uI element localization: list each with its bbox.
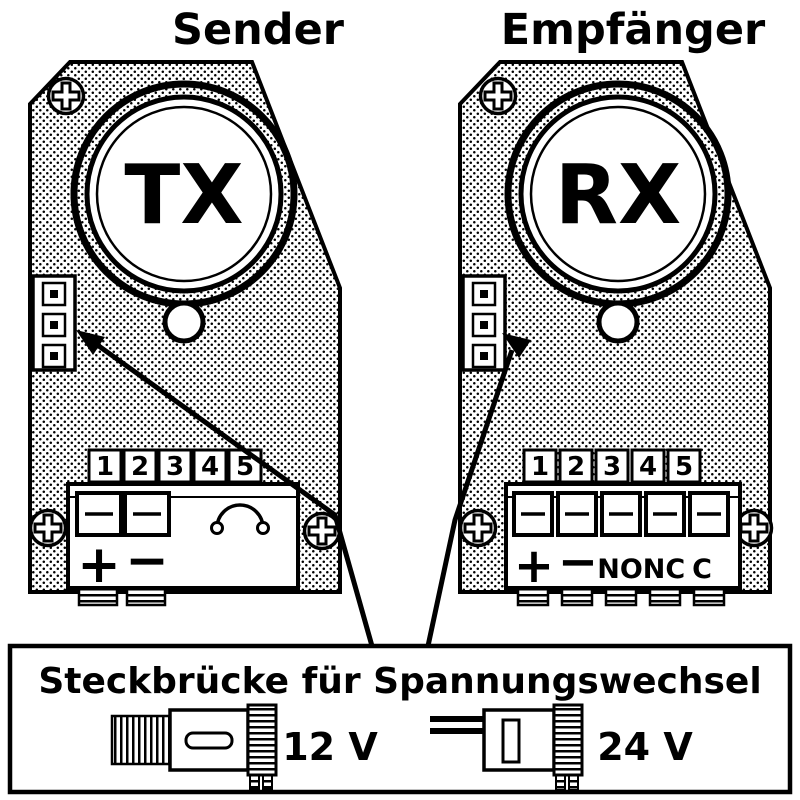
terminal-number: 5 xyxy=(675,452,693,482)
jumper-24v-icon xyxy=(430,703,584,791)
sender-terminal-block: + − xyxy=(66,482,300,607)
wire-jumper-end xyxy=(210,521,224,535)
screw-icon xyxy=(478,76,518,116)
receiver-lens-mid-ring xyxy=(518,94,718,294)
receiver-terminal-block: + − NO NC C xyxy=(504,482,742,607)
terminal-number: 1 xyxy=(531,452,549,482)
jumper-pin xyxy=(568,774,579,791)
sender-terminal-numbers: 1 2 3 4 5 xyxy=(87,448,263,484)
screw-cross xyxy=(51,81,81,111)
receiver-lens-label: RX xyxy=(555,148,681,243)
receiver-title: Empfänger xyxy=(501,5,766,55)
sender-connector-arrowhead xyxy=(76,330,105,355)
terminal-foot xyxy=(692,586,726,607)
connector-pin-contact xyxy=(480,321,488,329)
jumper-slot xyxy=(184,731,234,750)
screw-cross xyxy=(483,81,513,111)
receiver-connector-arrowhead xyxy=(502,333,531,358)
sender-lens-inner-ring xyxy=(95,105,273,283)
terminal-number: 3 xyxy=(166,452,184,482)
sender-minus-label: − xyxy=(125,531,169,591)
terminal-number: 2 xyxy=(567,452,585,482)
terminal-number: 5 xyxy=(236,452,254,482)
receiver-terminal-numbers: 1 2 3 4 5 xyxy=(522,448,702,484)
jumper-slot xyxy=(501,718,521,764)
jumper-prong xyxy=(430,728,486,734)
terminal-number-box xyxy=(87,448,123,484)
jumper-socket xyxy=(246,703,278,777)
wire-jumper-end xyxy=(256,521,270,535)
screw-icon xyxy=(46,76,86,116)
terminal-number: 4 xyxy=(201,452,219,482)
terminal-foot xyxy=(648,586,682,607)
terminal-foot xyxy=(77,586,119,607)
connector-pin-contact xyxy=(50,321,58,329)
receiver-lens-inner-ring xyxy=(529,105,707,283)
jumper-socket xyxy=(552,703,584,777)
connector-pin-contact xyxy=(480,290,488,298)
terminal-foot xyxy=(516,586,550,607)
receiver-plus-label: + xyxy=(514,538,554,594)
sender-lens-mid-ring xyxy=(84,94,284,294)
terminal-number: 3 xyxy=(603,452,621,482)
screw-icon xyxy=(302,511,342,551)
sender-section: Sender TX xyxy=(28,5,375,647)
receiver-lens: RX xyxy=(504,80,732,308)
connector-pin-contact xyxy=(50,352,58,360)
receiver-led-hole xyxy=(596,300,640,344)
jumper-ribbed-grip xyxy=(110,714,172,766)
terminal-number-box xyxy=(157,448,193,484)
connector-pin-contact xyxy=(480,352,488,360)
jumper-12v-icon xyxy=(110,703,278,790)
receiver-nc-label: NC xyxy=(643,554,685,585)
terminal-number-box xyxy=(630,448,666,484)
jumper-pin xyxy=(555,774,566,791)
sender-connector-pointer-line xyxy=(94,341,375,647)
jumper-pin xyxy=(262,774,273,790)
receiver-connector-pointer-line xyxy=(425,349,515,647)
receiver-jumper-connector xyxy=(461,274,507,372)
sender-lens-label: TX xyxy=(124,148,243,243)
terminal-foot xyxy=(560,586,594,607)
sender-led-hole xyxy=(162,300,206,344)
legend-box: Steckbrücke für Spannungswechsel 12 V 24… xyxy=(7,643,793,795)
receiver-minus-label: − xyxy=(558,534,598,590)
wire-jumper-loop xyxy=(215,503,265,529)
sender-lens: TX xyxy=(70,80,298,308)
receiver-c-label: C xyxy=(692,554,712,585)
receiver-no-label: NO xyxy=(597,554,643,585)
screw-cross xyxy=(33,513,63,543)
legend-title: Steckbrücke für Spannungswechsel xyxy=(38,661,761,702)
terminal-number-box xyxy=(594,448,630,484)
sender-title: Sender xyxy=(172,5,345,55)
terminal-number: 2 xyxy=(131,452,149,482)
sender-plus-label: + xyxy=(77,535,121,595)
screw-icon xyxy=(458,508,498,548)
screw-cross xyxy=(307,516,337,546)
terminal-number: 1 xyxy=(96,452,114,482)
sender-jumper-connector xyxy=(31,274,77,372)
terminal-foot xyxy=(604,586,638,607)
label-24v: 24 V xyxy=(597,725,693,769)
connector-pin-contact xyxy=(50,290,58,298)
screw-icon xyxy=(28,508,68,548)
receiver-section: Empfänger RX xyxy=(425,5,774,647)
jumper-prong xyxy=(430,716,486,722)
jumper-pin xyxy=(249,774,260,790)
terminal-foot xyxy=(125,586,167,607)
screw-cross xyxy=(463,513,493,543)
label-12v: 12 V xyxy=(282,725,378,769)
terminal-number: 4 xyxy=(639,452,657,482)
